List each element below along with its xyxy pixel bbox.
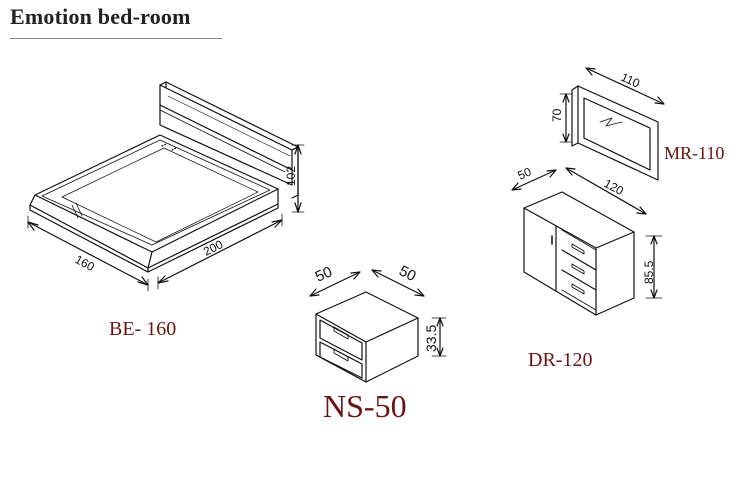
dresser-depth-dim: 50 [516, 164, 534, 182]
bed-height-dim: 102 [284, 166, 298, 186]
dresser-width-dim: 120 [602, 176, 627, 198]
dresser-height-dim: 85.5 [642, 260, 656, 284]
nightstand-model-label: NS-50 [323, 388, 407, 424]
nightstand-depth-dim: 50 [396, 262, 419, 285]
mirror-width-dim: 110 [619, 70, 642, 91]
bed-drawing [27, 81, 305, 292]
nightstand-height-dim: 33.5 [423, 325, 439, 352]
title-underline [10, 38, 222, 39]
page-title: Emotion bed-room [10, 4, 191, 29]
nightstand-drawing [309, 269, 447, 383]
dresser-drawing [511, 167, 663, 316]
bed-width-dim: 160 [73, 252, 98, 274]
bed-model-label: BE- 160 [109, 318, 177, 340]
dresser-model-label: DR-120 [528, 349, 593, 371]
mirror-height-dim: 70 [550, 108, 564, 122]
nightstand-width-dim: 50 [313, 263, 335, 285]
mirror-model-label: MR-110 [664, 143, 725, 163]
mirror-drawing [559, 67, 665, 181]
